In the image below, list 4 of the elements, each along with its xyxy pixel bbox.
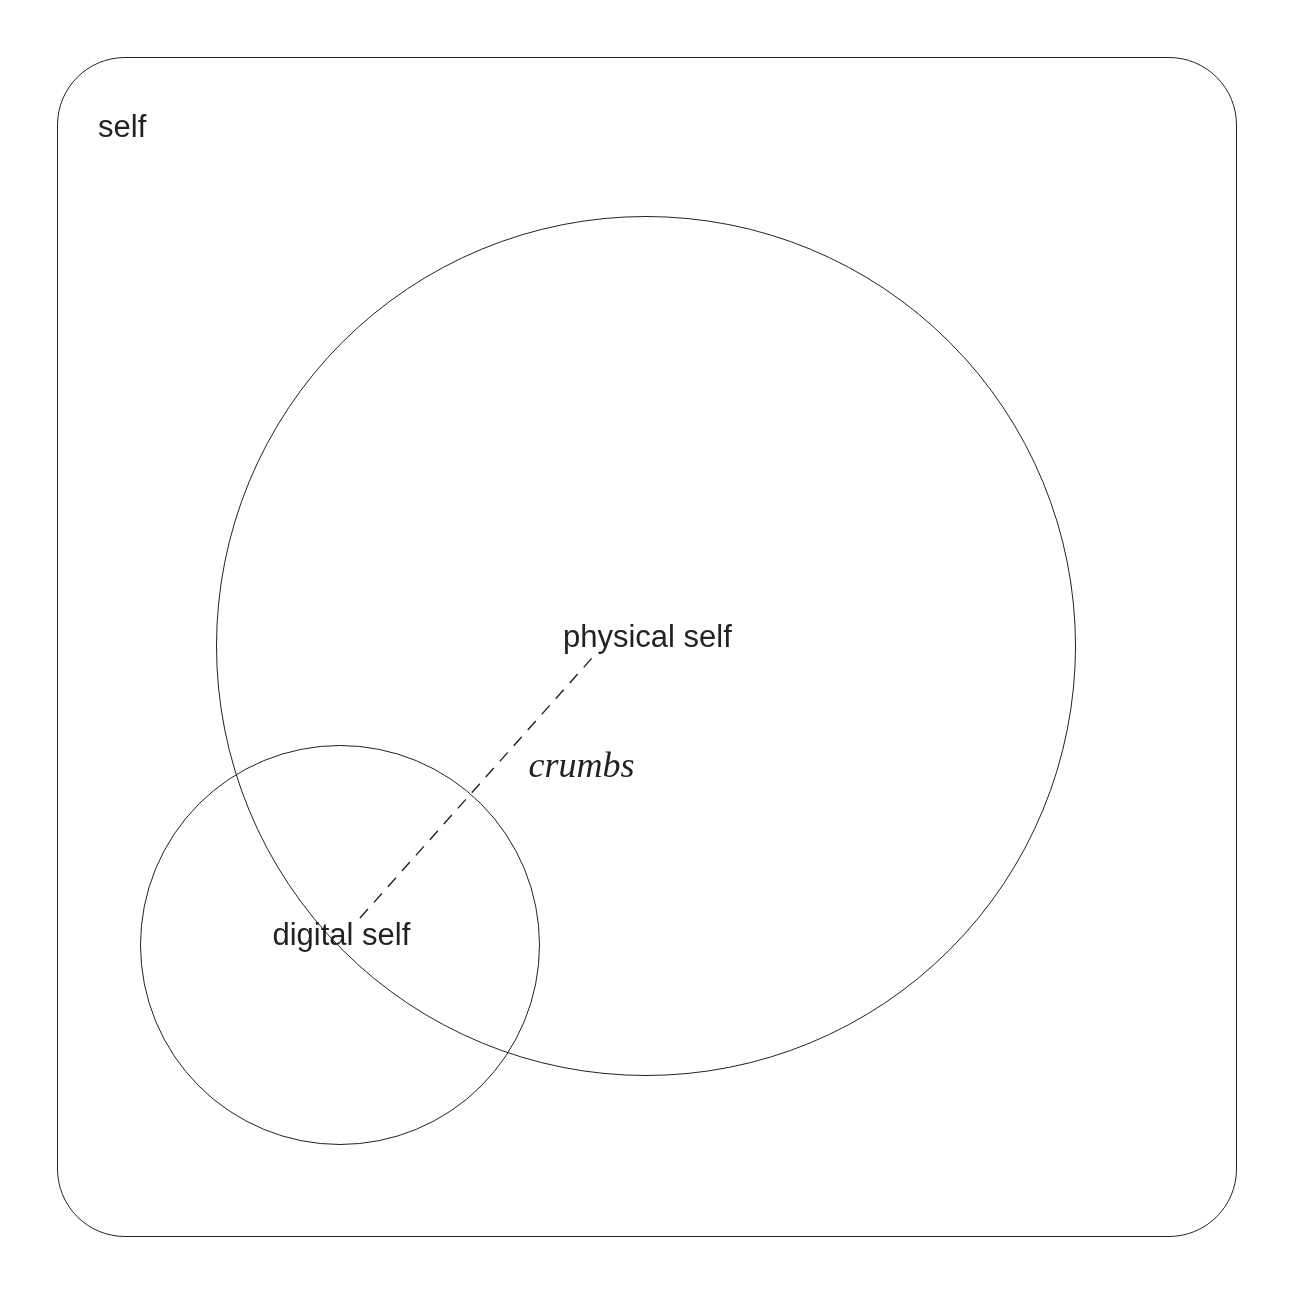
container-box [57,57,1237,1237]
node-label: self [98,111,147,142]
node-label: physical self [562,621,732,653]
edge-label: crumbs [528,746,635,783]
